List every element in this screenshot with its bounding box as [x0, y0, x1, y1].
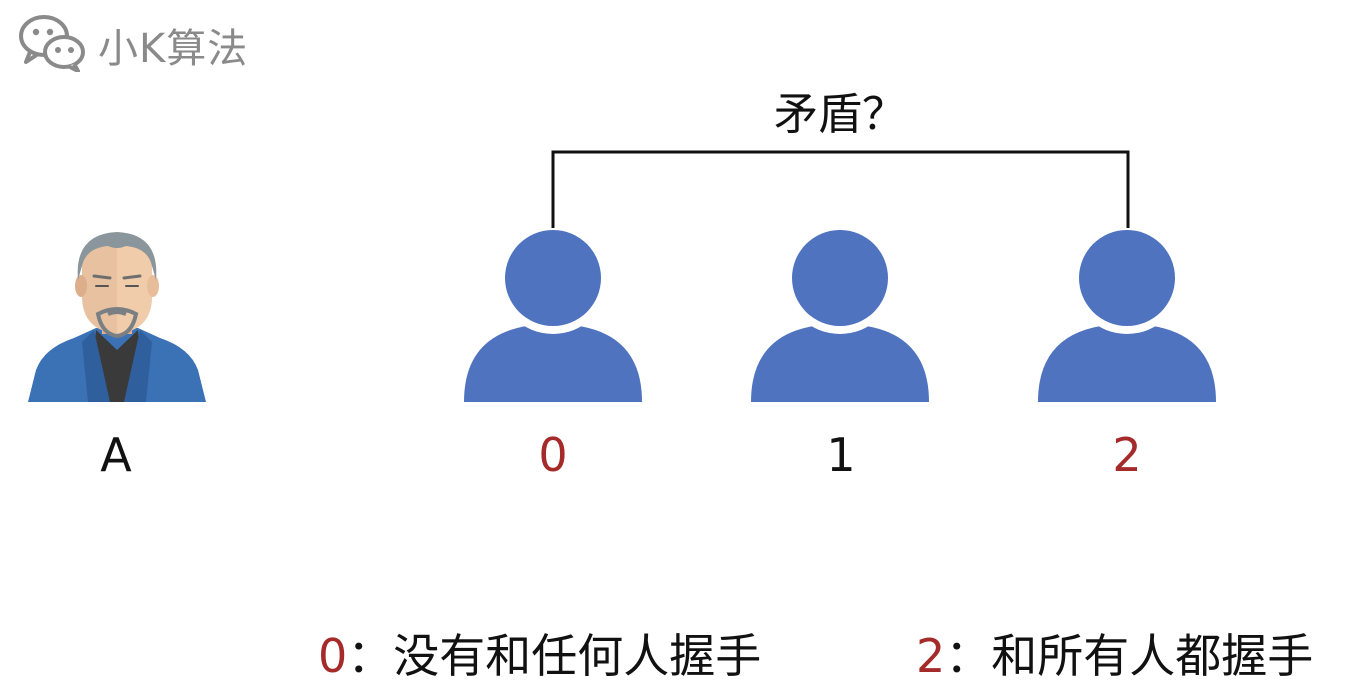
person-a-label: A	[100, 428, 132, 482]
man-avatar-icon	[26, 230, 208, 402]
person-0-label: 0	[538, 428, 568, 482]
legend-item-0: 0：没有和任何人握手	[318, 620, 761, 686]
legend-item-2: 2：和所有人都握手	[916, 620, 1313, 686]
person-2-icon	[1038, 222, 1216, 404]
legend-number: 2	[916, 629, 946, 683]
legend-text: 没有和任何人握手	[393, 629, 762, 683]
legend-text: 和所有人都握手	[991, 629, 1314, 683]
watermark-text: 小K算法	[98, 26, 249, 72]
wechat-icon	[18, 14, 86, 76]
legend-separator: ：	[347, 629, 394, 683]
person-2-label: 2	[1112, 428, 1142, 482]
legend-number: 0	[318, 629, 348, 683]
legend-separator: ：	[945, 629, 992, 683]
person-0-icon	[464, 222, 642, 404]
contradiction-label: 矛盾？	[774, 89, 906, 140]
watermark: 小K算法	[18, 14, 248, 76]
person-1-label: 1	[826, 428, 856, 482]
person-1-icon	[751, 222, 929, 404]
